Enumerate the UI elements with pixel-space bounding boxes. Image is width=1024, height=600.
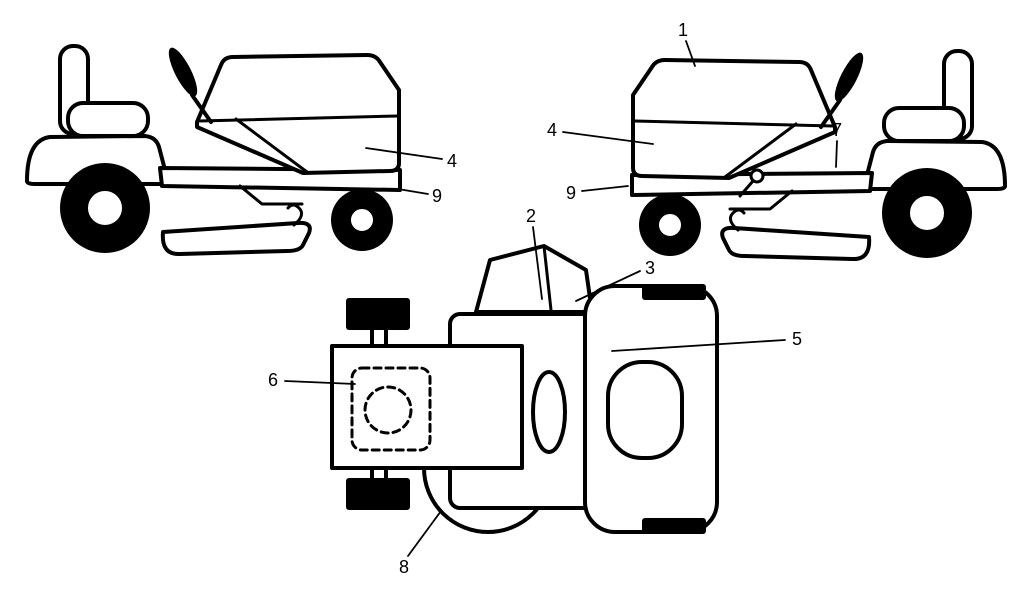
leader-2 — [532, 226, 543, 300]
leader-4-left — [365, 147, 443, 160]
leader-4-right — [562, 131, 654, 145]
steering-console — [474, 244, 594, 314]
leader-1 — [685, 40, 696, 67]
control-lever — [738, 168, 765, 198]
side-view-right — [630, 47, 1007, 262]
leader-6 — [284, 380, 356, 385]
callout-6: 6 — [267, 370, 279, 390]
callout-1: 1 — [677, 20, 689, 40]
leader-5 — [611, 339, 786, 352]
seat-top-view — [606, 360, 684, 460]
callout-4-left: 4 — [446, 151, 458, 171]
leader-9-right — [581, 185, 629, 192]
callout-8: 8 — [398, 557, 410, 577]
leader-lines — [284, 40, 838, 557]
console-fold-line — [542, 244, 553, 312]
leader-8 — [407, 510, 442, 557]
leader-3 — [575, 270, 641, 302]
filler-cap-dashed-circle — [363, 385, 413, 435]
callout-2: 2 — [525, 206, 537, 226]
front-wheel-bottom — [346, 478, 410, 510]
leader-7 — [835, 140, 838, 168]
steering-column-top — [531, 370, 567, 454]
side-view-left — [25, 42, 402, 257]
leader-9-left — [397, 188, 429, 195]
callout-4-right: 4 — [546, 120, 558, 140]
rear-wheel-bottom — [642, 518, 706, 534]
top-view — [330, 244, 719, 534]
callout-3: 3 — [644, 258, 656, 278]
callout-5: 5 — [791, 329, 803, 349]
battery-dashed-outline — [350, 366, 432, 452]
callout-9-right: 9 — [565, 183, 577, 203]
callout-9-left: 9 — [431, 186, 443, 206]
rear-wheel-top — [642, 284, 706, 300]
callout-7: 7 — [831, 120, 843, 140]
front-wheel-top — [346, 298, 410, 330]
